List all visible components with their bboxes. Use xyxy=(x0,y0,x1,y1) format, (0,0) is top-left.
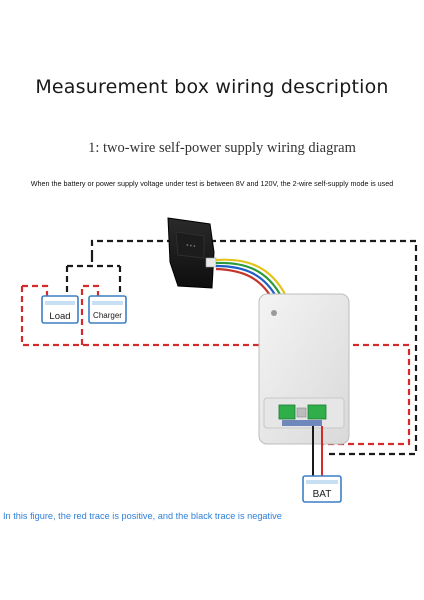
battery-label: BAT xyxy=(313,489,332,500)
battery-leads xyxy=(312,426,323,476)
hall-sensor: ● ● ● xyxy=(167,217,217,289)
page-title: Measurement box wiring description xyxy=(35,76,389,98)
legend-caption: In this figure, the red trace is positiv… xyxy=(3,511,282,521)
battery-box: BAT xyxy=(302,475,342,503)
measurement-box xyxy=(258,293,350,445)
load-box: Load xyxy=(41,295,79,324)
positive-trace xyxy=(20,284,411,446)
svg-text:● ● ●: ● ● ● xyxy=(186,242,197,248)
mounting-hole-icon xyxy=(271,310,277,316)
load-label: Load xyxy=(49,311,70,322)
terminal-block xyxy=(278,404,296,420)
negative-trace xyxy=(65,239,418,456)
terminal-block xyxy=(307,404,327,420)
charger-label: Charger xyxy=(93,311,122,320)
diagram-subtitle: 1: two-wire self-power supply wiring dia… xyxy=(88,140,356,156)
charger-box: Charger xyxy=(88,295,127,324)
voltage-note: When the battery or power supply voltage… xyxy=(30,179,394,188)
